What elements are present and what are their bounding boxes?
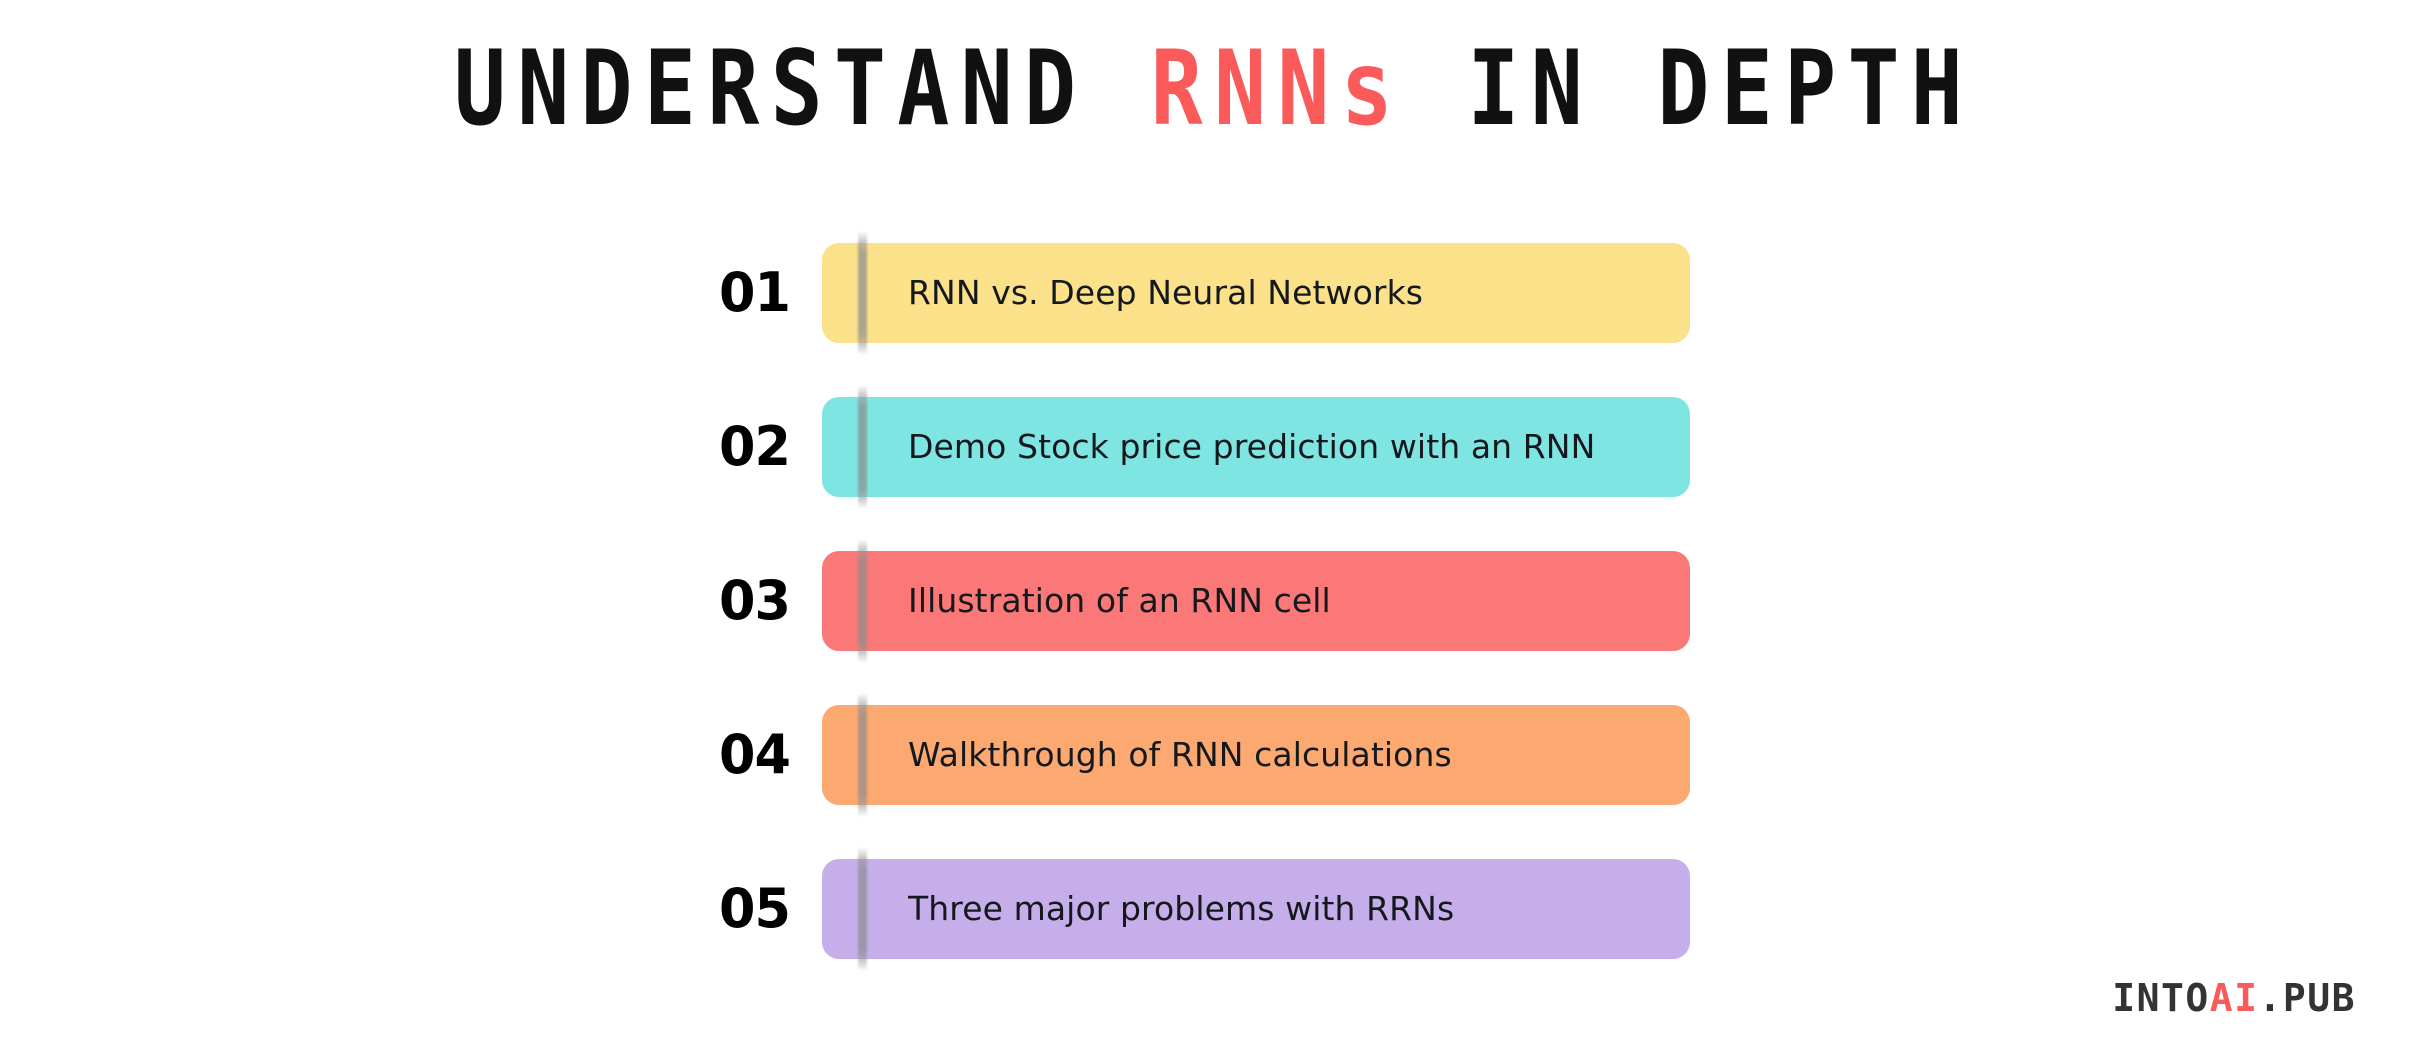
list-item[interactable]: 04 Walkthrough of RNN calculations — [0, 693, 2428, 817]
list-item-label: Illustration of an RNN cell — [908, 581, 1331, 620]
list-item-label: Demo Stock price prediction with an RNN — [908, 427, 1596, 466]
logo-text-ai: AI — [2209, 976, 2259, 1020]
title-text-after: IN DEPTH — [1404, 29, 1975, 149]
list-item[interactable]: 01 RNN vs. Deep Neural Networks — [0, 231, 2428, 355]
list-item[interactable]: 02 Demo Stock price prediction with an R… — [0, 385, 2428, 509]
list-item-label: Three major problems with RRNs — [908, 889, 1455, 928]
page-title: UNDERSTAND RNNs IN DEPTH — [73, 37, 2355, 141]
list-item-number: 01 — [719, 261, 791, 324]
list-item-bar[interactable]: Walkthrough of RNN calculations — [822, 705, 1690, 805]
list-item-number: 03 — [719, 569, 791, 632]
title-text-before: UNDERSTAND — [453, 29, 1151, 149]
list-item-label: RNN vs. Deep Neural Networks — [908, 273, 1424, 312]
list-item-number: 04 — [719, 723, 791, 786]
list-item[interactable]: 05 Three major problems with RRNs — [0, 847, 2428, 971]
logo-text-pub: .PUB — [2258, 976, 2356, 1020]
brand-logo[interactable]: INTOAI.PUB — [2112, 976, 2356, 1020]
list-item-number: 02 — [719, 415, 791, 478]
list-item-bar[interactable]: RNN vs. Deep Neural Networks — [822, 243, 1690, 343]
list-item-bar[interactable]: Illustration of an RNN cell — [822, 551, 1690, 651]
list-item[interactable]: 03 Illustration of an RNN cell — [0, 539, 2428, 663]
list-item-number: 05 — [719, 877, 791, 940]
list-item-bar[interactable]: Demo Stock price prediction with an RNN — [822, 397, 1690, 497]
logo-text-into: INTO — [2112, 976, 2210, 1020]
list-item-label: Walkthrough of RNN calculations — [908, 735, 1452, 774]
list-item-bar[interactable]: Three major problems with RRNs — [822, 859, 1690, 959]
title-text-accent: RNNs — [1150, 29, 1405, 149]
agenda-list: 01 RNN vs. Deep Neural Networks 02 Demo … — [0, 231, 2428, 1013]
